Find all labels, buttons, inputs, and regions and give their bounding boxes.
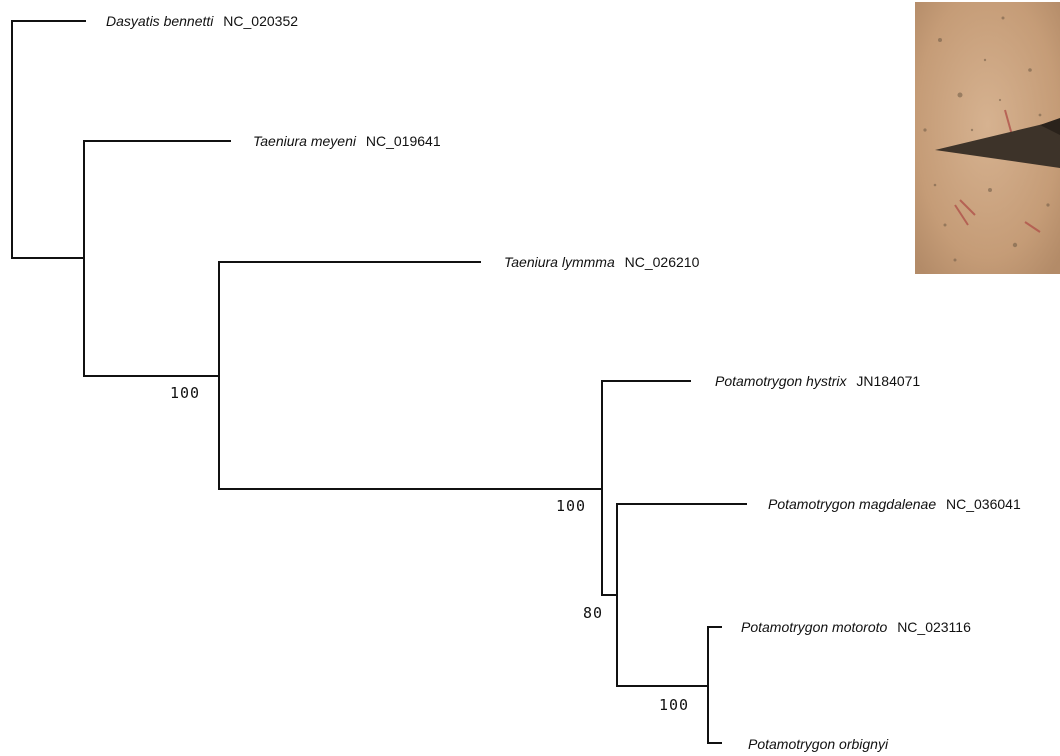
taxon-name: Dasyatis bennetti (106, 13, 214, 29)
taxon-name: Taeniura meyeni (253, 133, 357, 149)
tree-branches (11, 20, 747, 744)
taxon-label-potamotrygon-hystrix: Potamotrygon hystrix JN184071 (715, 373, 920, 389)
taxon-label-dasyatis-bennetti: Dasyatis bennetti NC_020352 (106, 13, 298, 29)
bootstrap-support-labels: 100 100 80 100 (170, 384, 689, 714)
taxon-name: Taeniura lymmma (504, 254, 615, 270)
support-value-node1: 100 (170, 384, 200, 402)
taxon-name: Potamotrygon orbignyi (748, 736, 889, 752)
stingray-tail-shape (935, 120, 1060, 168)
support-value-node5: 100 (659, 696, 689, 714)
taxon-accession: NC_019641 (366, 133, 441, 149)
support-value-node2: 100 (556, 497, 586, 515)
taxon-name: Potamotrygon hystrix (715, 373, 847, 389)
taxon-accession: NC_036041 (946, 496, 1021, 512)
taxon-label-potamotrygon-magdalenae: Potamotrygon magdalenae NC_036041 (768, 496, 1021, 512)
taxon-name: Potamotrygon motoroto (741, 619, 888, 635)
taxon-accession: NC_026210 (625, 254, 700, 270)
stingray-body-shape (1040, 118, 1060, 135)
stingray-photo (915, 2, 1060, 274)
taxon-label-taeniura-meyeni: Taeniura meyeni NC_019641 (253, 133, 441, 149)
taxon-accession: NC_023116 (897, 619, 971, 635)
taxon-label-potamotrygon-motoroto: Potamotrygon motoroto NC_023116 (741, 619, 971, 635)
debris-marks (954, 109, 1041, 233)
taxon-accession: NC_020352 (223, 13, 298, 29)
taxon-name: Potamotrygon magdalenae (768, 496, 936, 512)
support-value-node3: 80 (583, 604, 603, 622)
sand-speckles (923, 16, 1050, 262)
taxon-label-taeniura-lymmma: Taeniura lymmma NC_026210 (504, 254, 700, 270)
taxon-accession: JN184071 (856, 373, 920, 389)
taxon-label-potamotrygon-orbignyi: Potamotrygon orbignyi (748, 736, 889, 752)
taxon-labels: Dasyatis bennetti NC_020352 Taeniura mey… (106, 13, 1021, 752)
